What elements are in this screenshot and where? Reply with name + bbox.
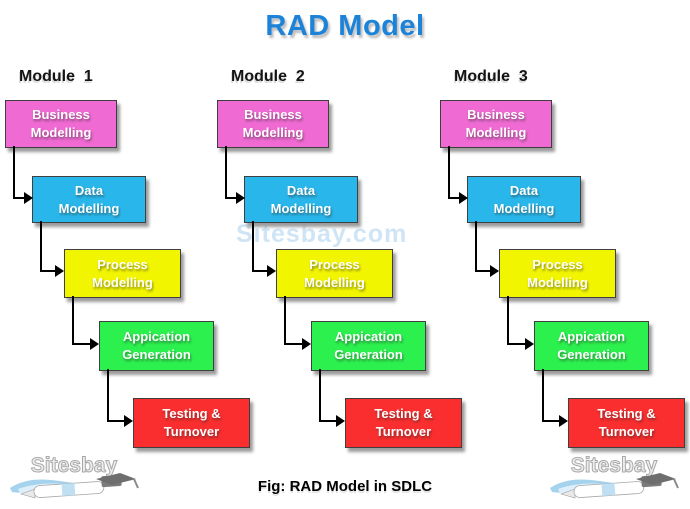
arrowhead-icon <box>124 415 133 427</box>
connector-arrow <box>284 343 303 345</box>
box-data-modelling: Data Modelling <box>32 176 146 223</box>
connector-arrow <box>475 270 491 272</box>
sitesbay-logo-left: Sitesbay <box>10 454 139 499</box>
connector-arrow <box>475 221 477 272</box>
arrowhead-icon <box>55 265 64 277</box>
connector-arrow <box>448 146 450 199</box>
connector-arrow <box>542 369 544 422</box>
figure-caption: Fig: RAD Model in SDLC <box>257 478 433 495</box>
watermark: Sitesbay.com <box>236 220 408 248</box>
box-process-modelling: Process Modelling <box>276 249 393 298</box>
connector-arrow <box>107 420 125 422</box>
pen-band <box>61 483 76 497</box>
sitesbay-logo-right: Sitesbay <box>550 454 679 499</box>
box-data-modelling: Data Modelling <box>244 176 358 223</box>
box-testing-turnover: Testing & Turnover <box>133 398 250 448</box>
box-business-modelling: Business Modelling <box>5 100 117 148</box>
module-3-heading: Module 3 <box>454 68 528 85</box>
graduation-cap-icon <box>636 473 676 485</box>
box-testing-turnover: Testing & Turnover <box>345 398 462 448</box>
logo-text: Sitesbay <box>31 454 118 477</box>
box-appication-generation: Appication Generation <box>311 321 426 371</box>
module-2: Module 2 Business Modelling Data Modelli… <box>217 68 469 456</box>
module-2-heading: Module 2 <box>231 68 305 85</box>
connector-arrow <box>40 221 42 272</box>
module-1-heading: Module 1 <box>19 68 93 85</box>
connector-arrow <box>225 146 227 199</box>
logo-text: Sitesbay <box>571 454 658 477</box>
connector-arrow <box>252 221 254 272</box>
arrowhead-icon <box>490 265 499 277</box>
page-title: RAD Model <box>265 10 425 42</box>
box-appication-generation: Appication Generation <box>99 321 214 371</box>
arrowhead-icon <box>559 415 568 427</box>
box-business-modelling: Business Modelling <box>217 100 329 148</box>
box-appication-generation: Appication Generation <box>534 321 649 371</box>
connector-arrow <box>319 369 321 422</box>
pen-band <box>601 483 616 497</box>
connector-arrow <box>225 197 238 199</box>
box-data-modelling: Data Modelling <box>467 176 581 223</box>
connector-arrow <box>107 369 109 422</box>
box-process-modelling: Process Modelling <box>499 249 616 298</box>
box-process-modelling: Process Modelling <box>64 249 181 298</box>
cap-tassel <box>673 478 679 489</box>
arrowhead-icon <box>90 338 99 350</box>
cap-tassel <box>133 478 139 489</box>
arrowhead-icon <box>459 192 468 204</box>
connector-arrow <box>319 420 337 422</box>
module-1: Module 1 Business Modelling Data Modelli… <box>5 68 257 456</box>
connector-arrow <box>507 343 526 345</box>
connector-arrow <box>284 296 286 345</box>
arrowhead-icon <box>302 338 311 350</box>
connector-arrow <box>252 270 268 272</box>
connector-arrow <box>72 343 91 345</box>
connector-arrow <box>72 296 74 345</box>
connector-arrow <box>13 197 26 199</box>
box-testing-turnover: Testing & Turnover <box>568 398 685 448</box>
arrowhead-icon <box>336 415 345 427</box>
connector-arrow <box>40 270 56 272</box>
arrowhead-icon <box>525 338 534 350</box>
graduation-cap-icon <box>96 473 136 485</box>
connector-arrow <box>507 296 509 345</box>
connector-arrow <box>13 146 15 199</box>
connector-arrow <box>542 420 560 422</box>
module-3: Module 3 Business Modelling Data Modelli… <box>440 68 690 456</box>
arrowhead-icon <box>236 192 245 204</box>
arrowhead-icon <box>24 192 33 204</box>
box-business-modelling: Business Modelling <box>440 100 552 148</box>
connector-arrow <box>448 197 461 199</box>
arrowhead-icon <box>267 265 276 277</box>
